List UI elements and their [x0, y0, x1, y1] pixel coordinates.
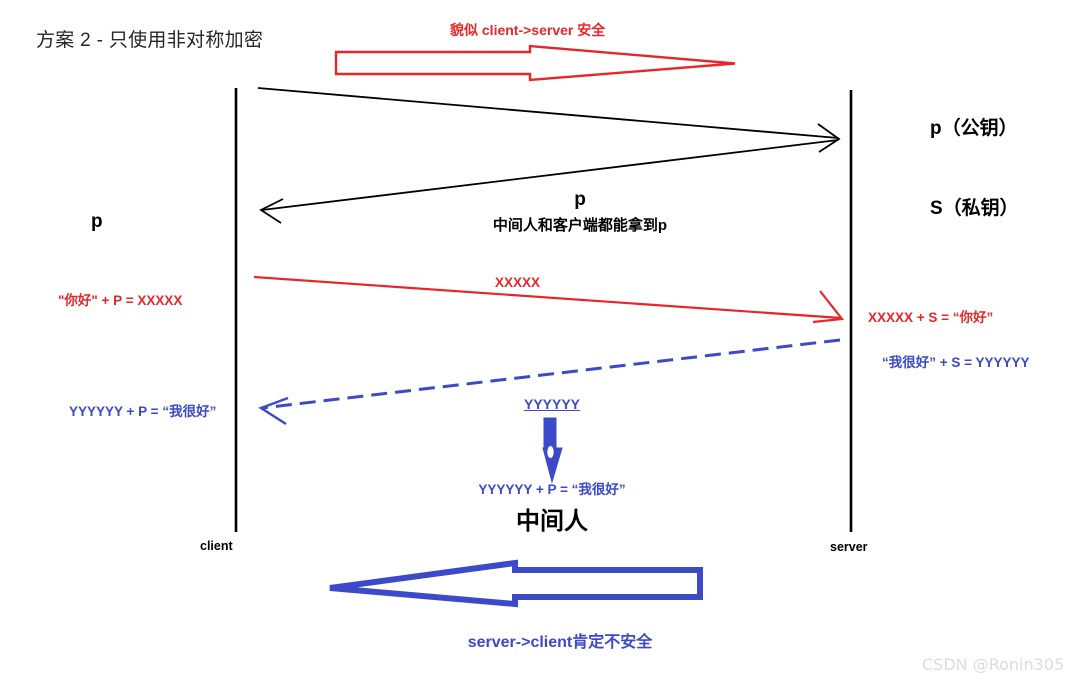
mitm-label: 中间人	[516, 508, 588, 535]
client-encrypt-note: "你好" + P = XXXXX	[58, 293, 183, 308]
server-decrypt-note: XXXXX + S = “你好”	[868, 310, 994, 325]
key-response-arrowhead	[259, 198, 284, 224]
bottom-blue-annotation: server->client肯定不安全	[467, 634, 653, 651]
server-private-key-label: S（私钥）	[930, 198, 1019, 219]
center-key-label: p	[574, 189, 586, 210]
interception-arrow-eye	[547, 446, 554, 458]
top-red-annotation: 貌似 client->server 安全	[450, 22, 606, 38]
bottom-blue-block-arrow	[329, 559, 703, 608]
center-key-note: 中间人和客户端都能拿到p	[492, 217, 668, 234]
client-decrypt-note: YYYYYY + P = “我很好”	[69, 404, 217, 419]
ciphertext-to-server-line	[253, 275, 842, 320]
server-encrypt-note: “我很好” + S = YYYYYY	[882, 355, 1030, 370]
watermark: CSDN @Ronin305	[922, 655, 1065, 674]
ciphertext-to-client-arrowhead	[258, 396, 289, 426]
ciphertext-to-client-dashed-line	[261, 338, 841, 410]
mitm-decrypt-note: YYYYYY + P = “我很好”	[478, 482, 626, 497]
key-request-arrowhead	[817, 123, 841, 153]
client-public-key-label: p	[91, 211, 103, 232]
server-public-key-label: p（公钥）	[930, 118, 1018, 139]
client-endpoint-label: client	[200, 539, 233, 553]
top-red-block-arrow	[334, 44, 736, 82]
key-response-line	[261, 139, 839, 211]
ciphertext-to-server-arrowhead	[812, 290, 845, 324]
ciphertext-label: XXXXX	[495, 275, 541, 290]
page-title: 方案 2 - 只使用非对称加密	[36, 30, 264, 51]
key-request-line	[257, 87, 839, 139]
server-endpoint-label: server	[830, 540, 868, 554]
intercepted-ciphertext-label: YYYYYY	[523, 396, 581, 412]
